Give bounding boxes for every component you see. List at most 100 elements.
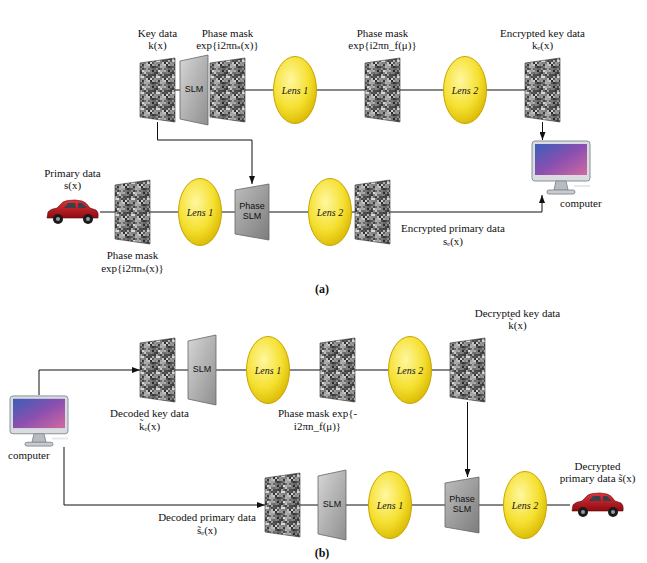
computer-icon-outline — [8, 395, 70, 447]
slm-label: Phase SLM — [447, 495, 477, 515]
component-label: Phase mask exp{i2πnₛ(x)} — [186, 27, 270, 52]
lens: Lens 1 — [368, 471, 412, 539]
beam-path — [150, 212, 178, 213]
lens: Lens 2 — [308, 178, 352, 246]
element-caption-box: Lens 2 — [443, 56, 487, 124]
component-label: Encrypted key data kₑ(x) — [494, 27, 592, 52]
lens: Lens 2 — [503, 471, 547, 539]
component-label: Phase mask exp{i2πnₛ(x)} — [91, 249, 175, 274]
element-caption-box: Lens 1 — [273, 56, 317, 124]
slm-label: SLM — [193, 365, 212, 375]
element-caption-box: Lens 1 — [246, 336, 290, 404]
phase-mask-plate-outline — [525, 58, 560, 122]
beam-path — [222, 212, 235, 213]
data-flow-arrow — [467, 402, 468, 477]
slm-label: SLM — [323, 500, 342, 510]
data-flow-arrow — [39, 370, 140, 395]
data-flow-arrow — [158, 122, 253, 184]
phase-mask-plate-outline — [210, 58, 245, 122]
phase-mask-plate-outline — [320, 338, 355, 402]
component-label: Key data k(x) — [133, 27, 183, 52]
element-caption-box: Phase SLM — [235, 184, 269, 240]
beam-path — [352, 212, 355, 213]
lens-label: Lens 1 — [187, 207, 213, 218]
car-image: Primary data s(x) — [45, 198, 100, 226]
element-caption-box: Lens 1 — [178, 178, 222, 246]
element-caption-box: Lens 1 — [368, 471, 412, 539]
beam-path — [245, 90, 273, 91]
computer-icon: computer — [8, 395, 70, 447]
data-flow-arrow — [542, 122, 543, 140]
component-label: computer — [560, 197, 616, 210]
lens-label: Lens 1 — [255, 365, 281, 376]
lens-label: Lens 2 — [452, 85, 478, 96]
component-label: computer — [8, 449, 60, 462]
beam-path — [479, 505, 503, 506]
car-image-outline — [570, 491, 625, 519]
lens: Lens 1 — [178, 178, 222, 246]
beam-path — [175, 370, 188, 371]
phase-slm-panel: Phase SLM — [235, 184, 269, 240]
beam-path — [317, 90, 365, 91]
slm-panel: SLM — [318, 470, 346, 540]
beam-path — [175, 90, 180, 91]
beam-path — [269, 212, 308, 213]
beam-path — [355, 370, 388, 371]
phase-mask-plate-outline — [140, 58, 175, 122]
slm-panel: SLM — [180, 55, 208, 125]
beam-path — [412, 505, 445, 506]
beam-path — [100, 212, 115, 213]
lens: Lens 2 — [388, 336, 432, 404]
slm-label: Phase SLM — [237, 202, 267, 222]
phase-mask-plate-outline — [450, 338, 485, 402]
slm-label: SLM — [185, 85, 204, 95]
beam-path — [300, 505, 318, 506]
phase-mask-plate: Phase mask exp{i2πnₛ(x)} — [115, 180, 150, 244]
element-caption-box: Phase SLM — [445, 477, 479, 533]
component-label: Phase mask exp{i2πn_f(μ)} — [340, 27, 426, 52]
component-label: Phase mask exp{-i2πn_f(μ)} — [274, 407, 362, 432]
component-label: Decrypted key data k̃(x) — [469, 307, 567, 332]
lens-label: Lens 1 — [377, 500, 403, 511]
element-caption-box: SLM — [188, 335, 216, 405]
lens: Lens 1 — [273, 56, 317, 124]
beam-path — [346, 505, 368, 506]
phase-mask-plate: Phase mask exp{-i2πn_f(μ)} — [320, 338, 355, 402]
phase-mask-plate: Decrypted key data k̃(x) — [450, 338, 485, 402]
phase-mask-plate-outline — [365, 58, 400, 122]
component-label: Decoded key data k̃ₑ(x) — [106, 407, 194, 432]
lens-label: Lens 1 — [282, 85, 308, 96]
phase-mask-plate: Decoded primary data s̃ₑ(x) — [265, 473, 300, 537]
phase-slm-panel: Phase SLM — [445, 477, 479, 533]
component-label: Primary data s(x) — [39, 167, 107, 192]
component-label: Decrypted primary data s̃(x) — [560, 460, 636, 485]
phase-mask-plate: Encrypted key data kₑ(x) — [525, 58, 560, 122]
lens-label: Lens 2 — [512, 500, 538, 511]
phase-mask-plate-outline — [115, 180, 150, 244]
element-caption-box: SLM — [180, 55, 208, 125]
beam-path — [432, 370, 450, 371]
lens-label: Lens 2 — [397, 365, 423, 376]
car-image: Decrypted primary data s̃(x) — [570, 491, 625, 519]
slm-panel: SLM — [188, 335, 216, 405]
phase-mask-plate-outline — [265, 473, 300, 537]
computer-icon: computer — [530, 140, 592, 195]
data-flow-arrow — [390, 195, 542, 212]
beam-path — [487, 90, 525, 91]
phase-mask-plate: Encrypted primary data sₑ(x) — [355, 180, 390, 244]
phase-mask-plate: Phase mask exp{i2πn_f(μ)} — [365, 58, 400, 122]
panel-label: (b) — [315, 546, 330, 561]
car-image-outline — [45, 198, 100, 226]
beam-path — [400, 90, 443, 91]
computer-icon-outline — [530, 140, 592, 195]
element-caption-box: Lens 2 — [388, 336, 432, 404]
phase-mask-plate-outline — [140, 338, 175, 402]
phase-mask-plate-outline — [355, 180, 390, 244]
beam-path — [547, 505, 570, 506]
lens-label: Lens 2 — [317, 207, 343, 218]
panel-label: (a) — [315, 282, 329, 297]
element-caption-box: Lens 2 — [308, 178, 352, 246]
lens: Lens 2 — [443, 56, 487, 124]
data-flow-arrow — [64, 447, 265, 505]
beam-path — [216, 370, 246, 371]
